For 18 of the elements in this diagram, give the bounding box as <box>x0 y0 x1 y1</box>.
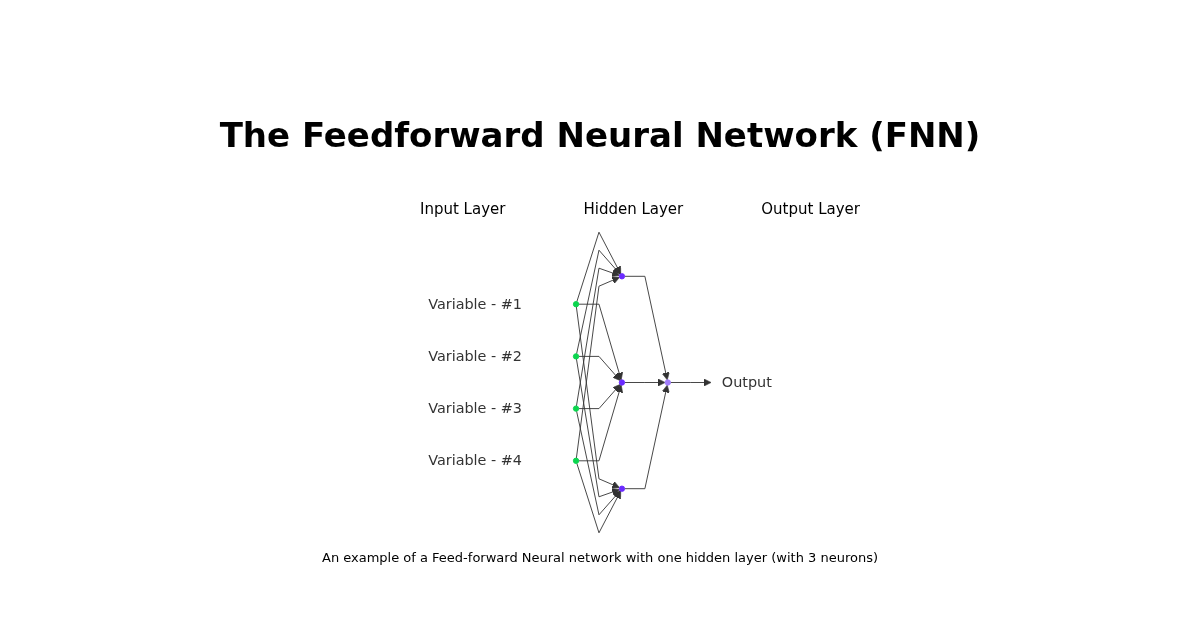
node-circle <box>618 379 626 386</box>
diagram-caption: An example of a Feed-forward Neural network with one hidden layer (with 3 neurons) <box>321 550 879 565</box>
node-circle <box>572 301 580 308</box>
node-label: Variable - #3 <box>428 399 523 417</box>
node-label: Variable - #1 <box>428 295 523 313</box>
node-circle <box>572 353 580 360</box>
layer-label: Output Layer <box>761 200 860 218</box>
node-circle <box>618 273 626 280</box>
node-label: Variable - #2 <box>428 347 523 365</box>
node-circle <box>664 379 671 386</box>
diagram-title: The Feedforward Neural Network (FNN) <box>218 115 982 155</box>
node-label: Variable - #4 <box>428 451 523 469</box>
layer-label: Hidden Layer <box>583 200 684 218</box>
node-circle <box>572 457 580 464</box>
node-circle <box>618 485 626 492</box>
layer-label: Input Layer <box>420 200 506 218</box>
node-circle <box>572 405 580 412</box>
node-text: Output <box>721 373 772 391</box>
